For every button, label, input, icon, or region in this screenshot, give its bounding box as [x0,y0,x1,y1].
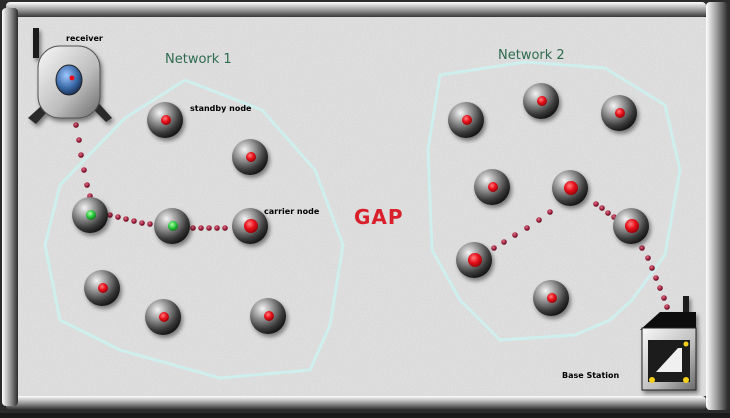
gap-label: GAP [354,205,404,229]
link-dot [222,225,228,231]
sensor-node-n1-center-green [154,208,190,244]
sensor-node-n1-lower-left [84,270,120,306]
link-dot [81,167,87,173]
sensor-nodes [72,83,649,335]
node-indicator [625,219,639,233]
link-dot [214,225,220,231]
node-indicator [564,181,578,195]
link-dot [190,225,196,231]
frame-top-bar [6,2,706,18]
frame-right-bar [706,2,728,410]
sensor-node-n2-top-left [448,102,484,138]
node-indicator [537,96,547,106]
link-dot [501,239,507,245]
sensor-node-n1-carrier [232,208,268,244]
sensor-node-n2-right-carrier [613,208,649,244]
network2-boundary [426,60,682,342]
sensor-node-n1-bottom-right [250,298,286,334]
base-station-device [640,296,697,391]
link-dot [536,217,542,223]
link-chains [73,122,670,310]
link-dot [661,295,667,301]
sensor-node-n1-upper-right [232,139,268,175]
node-indicator [264,311,274,321]
base-station-label: Base Station [562,371,620,380]
link-dot [599,205,605,211]
sensor-node-n1-standby [147,102,183,138]
link-dot [512,232,518,238]
node-indicator [246,152,256,162]
sensor-node-n2-top-center [523,83,559,119]
link-dot [491,245,497,251]
link-dot [664,304,670,310]
link-dot [115,214,121,220]
link-dot [653,275,659,281]
network1-boundary [43,78,345,380]
link-n2-right-to-base [639,245,670,310]
link-dot [657,285,663,291]
sensor-node-n1-bottom-center [145,299,181,335]
link-dot [639,245,645,251]
network1-title: Network 1 [165,52,232,67]
carrier-node-label: carrier node [264,207,320,216]
link-dot [78,152,84,158]
sensor-node-n1-left-green [72,197,108,233]
link-dot [645,255,651,261]
link-dot [593,201,599,207]
node-indicator [168,221,178,231]
link-dot [147,221,153,227]
base-station-screen [656,348,682,372]
node-indicator [86,210,96,220]
link-dot [84,182,90,188]
link-receiver-to-n1-left [73,122,93,199]
frame-left-bar [2,8,18,406]
link-n1-left-to-center [107,212,153,227]
node-indicator [468,253,482,267]
link-dot [524,225,530,231]
link-dot [206,225,212,231]
link-dot [649,265,655,271]
link-dot [123,216,129,222]
background-texture [18,17,706,396]
link-dot [73,122,79,128]
link-dot [605,210,611,216]
sensor-node-n2-lower-left-carrier [456,242,492,278]
node-indicator [547,293,557,303]
node-indicator [488,182,498,192]
link-dot [131,218,137,224]
link-dot [547,209,553,215]
node-indicator [462,115,472,125]
sensor-node-n2-top-right [601,95,637,131]
link-dot [198,225,204,231]
link-n2-lowerleft-to-center [491,209,553,251]
link-dot [107,212,113,218]
link-dot [76,137,82,143]
node-indicator [615,108,625,118]
link-dot [139,220,145,226]
sensor-node-n2-mid-left [474,169,510,205]
receiver-label: receiver [66,34,103,43]
sensor-node-n2-bottom [533,280,569,316]
network2-title: Network 2 [498,48,565,63]
receiver-device [28,28,112,124]
node-indicator [244,219,258,233]
link-n2-center-to-right [593,201,617,220]
node-indicator [159,312,169,322]
node-indicator [98,283,108,293]
standby-node-label: standby node [190,104,252,113]
frame-bottom-bar [6,396,706,410]
link-n1-center-to-carrier [190,225,228,231]
sensor-node-n2-center-carrier [552,170,588,206]
node-indicator [161,115,171,125]
receiver-lens [55,64,83,96]
